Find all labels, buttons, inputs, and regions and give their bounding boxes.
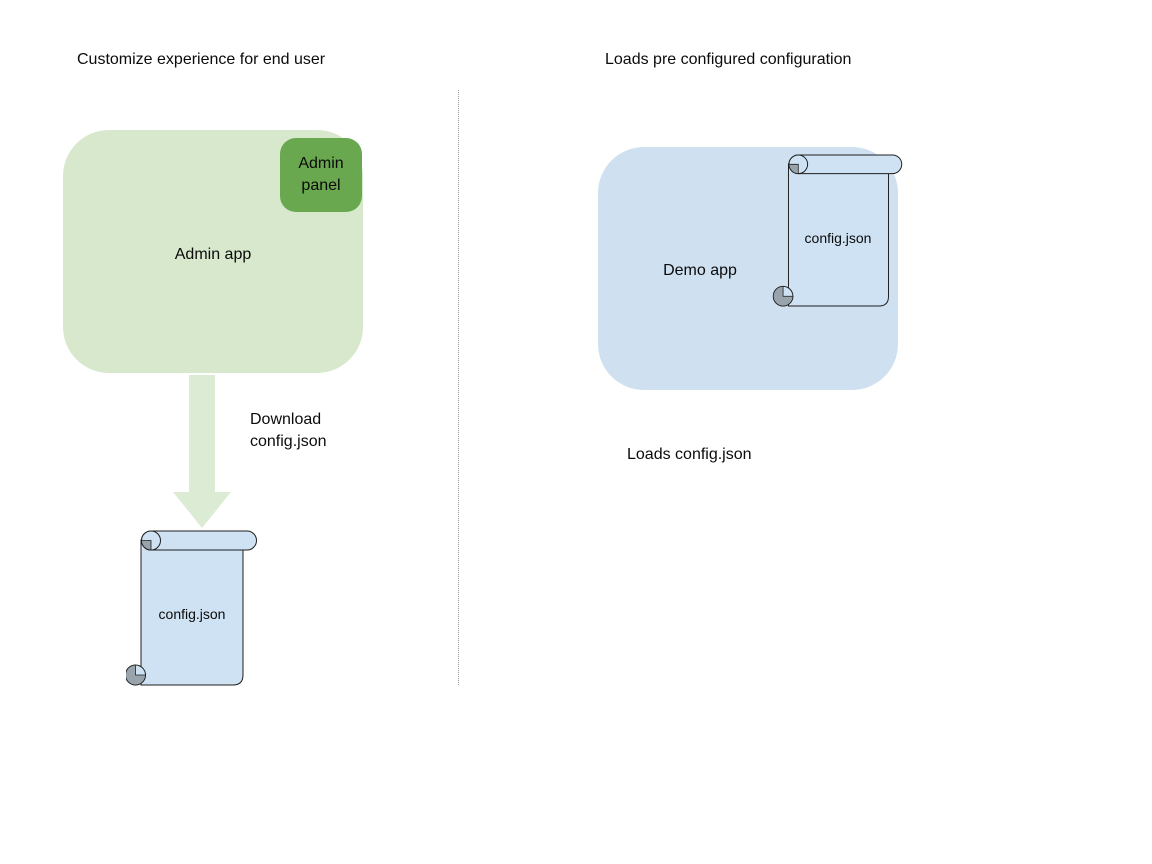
section-divider	[458, 90, 459, 685]
config-file-label: config.json	[804, 230, 872, 246]
loads-config-caption: Loads config.json	[627, 446, 752, 463]
config-file-label: config.json	[158, 606, 226, 622]
download-arrow-label: Download config.json	[250, 411, 327, 450]
download-arrow-icon	[173, 375, 231, 528]
left-section-title: Customize experience for end user	[77, 51, 326, 68]
admin-panel-badge: Admin panel	[280, 138, 362, 212]
config-file-scroll-icon	[772, 154, 903, 307]
admin-app-label: Admin app	[174, 246, 252, 263]
right-section-title: Loads pre configured configuration	[605, 51, 852, 68]
demo-app-label: Demo app	[663, 262, 737, 279]
config-file-scroll-icon	[126, 530, 257, 686]
